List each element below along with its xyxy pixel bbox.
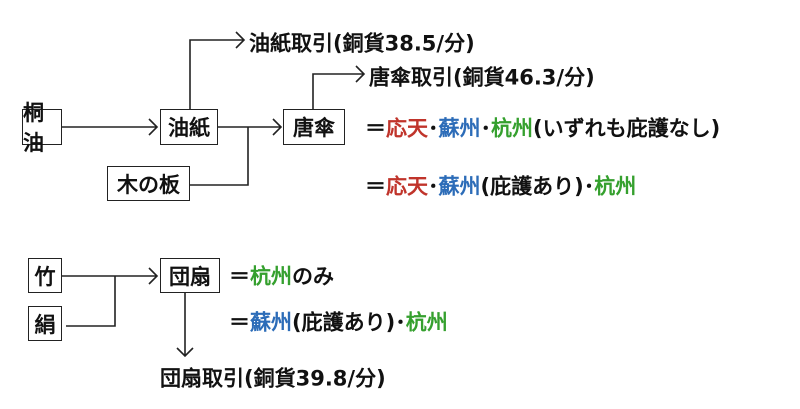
region-yingtian: 応天	[386, 116, 428, 141]
node-label: 木の板	[117, 172, 180, 197]
region-yingtian: 応天	[386, 174, 428, 199]
node-label: 竹	[34, 264, 56, 289]
region-hangzhou: 杭州	[491, 116, 533, 141]
region-hangzhou: 杭州	[250, 264, 292, 289]
region-suzhou: 蘇州	[250, 310, 292, 335]
node-fan: 団扇	[160, 258, 220, 293]
node-tung-oil: 桐油	[22, 101, 62, 155]
arrow-umbrella-trade	[312, 65, 366, 110]
fan-trade-label: 団扇取引(銅貨39.8/分)	[160, 366, 386, 391]
equals: ＝	[229, 310, 250, 335]
umbrella-trade-label: 唐傘取引(銅貨46.3/分)	[369, 65, 595, 90]
region-suzhou: 蘇州	[438, 116, 481, 141]
equals: ＝	[365, 174, 386, 199]
region-hangzhou: 杭州	[594, 174, 637, 199]
fan-region-line-2: ＝蘇州(庇護あり)･杭州	[229, 310, 448, 335]
umbrella-region-line-1: ＝応天･蘇州･杭州(いずれも庇護なし)	[365, 116, 721, 141]
node-silk: 絹	[28, 306, 62, 341]
equals: ＝	[365, 116, 386, 141]
note: のみ	[292, 264, 334, 289]
node-label: 油紙	[168, 116, 210, 140]
note: (庇護あり)･	[292, 310, 406, 335]
separator: ･	[428, 116, 439, 141]
node-bamboo: 竹	[28, 258, 62, 293]
oil-paper-trade-label: 油紙取引(銅貨38.5/分)	[249, 31, 475, 56]
arrow-oil-paper-to-umbrella	[218, 118, 283, 136]
note: (いずれも庇護なし)	[533, 116, 721, 141]
separator: ･	[480, 116, 492, 141]
fan-region-line-1: ＝杭州のみ	[229, 264, 334, 289]
arrow-tung-oil-to-oil-paper	[62, 118, 159, 136]
line-silk-join	[66, 276, 116, 327]
equals: ＝	[229, 264, 250, 289]
node-wood-board: 木の板	[107, 166, 190, 201]
arrow-oil-paper-trade	[189, 31, 246, 110]
region-suzhou: 蘇州	[438, 174, 481, 199]
line-wood-board-join	[190, 127, 249, 186]
arrow-bamboo-to-fan	[62, 267, 159, 285]
separator: ･	[428, 174, 439, 199]
arrow-fan-trade	[176, 293, 194, 358]
node-label: 桐油	[23, 101, 44, 155]
umbrella-region-line-2: ＝応天･蘇州(庇護あり)･杭州	[365, 174, 637, 199]
node-label: 唐傘	[293, 116, 335, 140]
node-oil-paper: 油紙	[160, 109, 218, 145]
note: (庇護あり)･	[480, 174, 595, 199]
node-label: 絹	[34, 312, 56, 337]
node-umbrella: 唐傘	[283, 109, 345, 145]
node-label: 団扇	[169, 264, 211, 289]
region-hangzhou: 杭州	[405, 310, 448, 335]
